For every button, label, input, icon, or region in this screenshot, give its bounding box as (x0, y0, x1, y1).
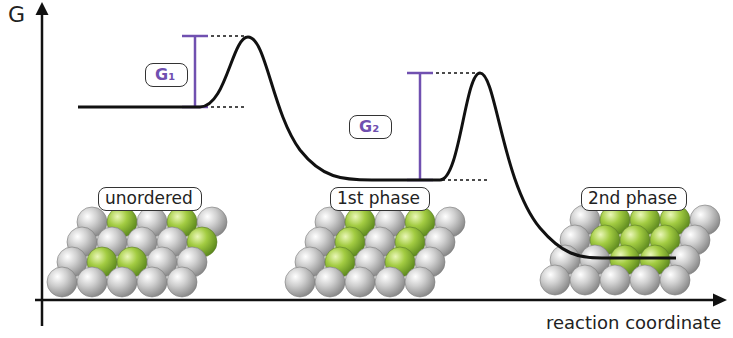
atom-cluster (47, 207, 227, 297)
node-text: G₁ (155, 66, 178, 84)
energy-curve (78, 37, 676, 258)
axis-label: reaction coordinate (546, 313, 721, 333)
state-label: 1st phase (330, 187, 430, 211)
node-text: 1st phase (337, 189, 423, 209)
barrier-label: G₂ (349, 115, 392, 139)
node-text: unordered (105, 189, 195, 209)
state-label: 2nd phase (581, 187, 687, 211)
axis-label: G (8, 3, 25, 27)
axes (35, 2, 727, 326)
node-text: 2nd phase (588, 189, 680, 209)
barrier-label: G₁ (145, 63, 188, 87)
dashed-guide (205, 36, 490, 180)
state-label: unordered (98, 187, 202, 211)
atom-cluster (285, 207, 465, 297)
node-text: G₂ (359, 118, 382, 136)
